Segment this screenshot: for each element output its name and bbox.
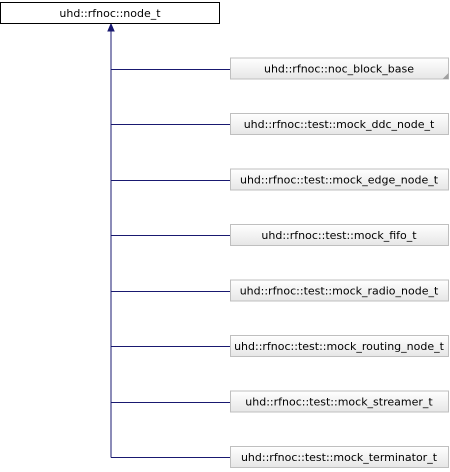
derived-class-label: uhd::rfnoc::test::mock_ddc_node_t xyxy=(244,118,435,131)
truncated-marker-icon xyxy=(442,73,449,79)
derived-class-list: uhd::rfnoc::noc_block_baseuhd::rfnoc::te… xyxy=(111,57,449,468)
derived-class-node[interactable]: uhd::rfnoc::test::mock_fifo_t xyxy=(111,224,449,246)
derived-class-box xyxy=(230,446,449,468)
derived-class-node[interactable]: uhd::rfnoc::test::mock_radio_node_t xyxy=(111,279,449,302)
derived-class-box xyxy=(230,224,449,246)
derived-class-label: uhd::rfnoc::test::mock_edge_node_t xyxy=(240,174,439,187)
derived-class-node[interactable]: uhd::rfnoc::noc_block_base xyxy=(111,57,449,80)
derived-class-box xyxy=(230,335,449,357)
derived-class-label: uhd::rfnoc::test::mock_streamer_t xyxy=(245,396,433,409)
derived-class-label: uhd::rfnoc::noc_block_base xyxy=(264,63,414,76)
derived-class-node[interactable]: uhd::rfnoc::test::mock_ddc_node_t xyxy=(111,113,449,135)
derived-class-box xyxy=(230,279,449,302)
derived-class-label: uhd::rfnoc::test::mock_fifo_t xyxy=(261,229,417,242)
base-class-label: uhd::rfnoc::node_t xyxy=(59,7,161,20)
base-class-node[interactable]: uhd::rfnoc::node_t xyxy=(0,2,220,24)
derived-class-label: uhd::rfnoc::test::mock_routing_node_t xyxy=(234,340,445,353)
derived-class-node[interactable]: uhd::rfnoc::test::mock_routing_node_t xyxy=(111,335,449,357)
derived-class-node[interactable]: uhd::rfnoc::test::mock_streamer_t xyxy=(111,390,449,413)
derived-class-box xyxy=(230,57,449,80)
derived-class-node[interactable]: uhd::rfnoc::test::mock_terminator_t xyxy=(111,446,449,468)
derived-class-label: uhd::rfnoc::test::mock_radio_node_t xyxy=(240,285,439,298)
derived-class-node[interactable]: uhd::rfnoc::test::mock_edge_node_t xyxy=(111,168,449,191)
inheritance-arrowhead xyxy=(107,22,115,32)
derived-class-box xyxy=(230,390,449,413)
derived-class-box xyxy=(230,113,449,135)
derived-class-label: uhd::rfnoc::test::mock_terminator_t xyxy=(241,451,438,464)
base-class-box xyxy=(0,2,220,24)
derived-class-box xyxy=(230,168,449,191)
